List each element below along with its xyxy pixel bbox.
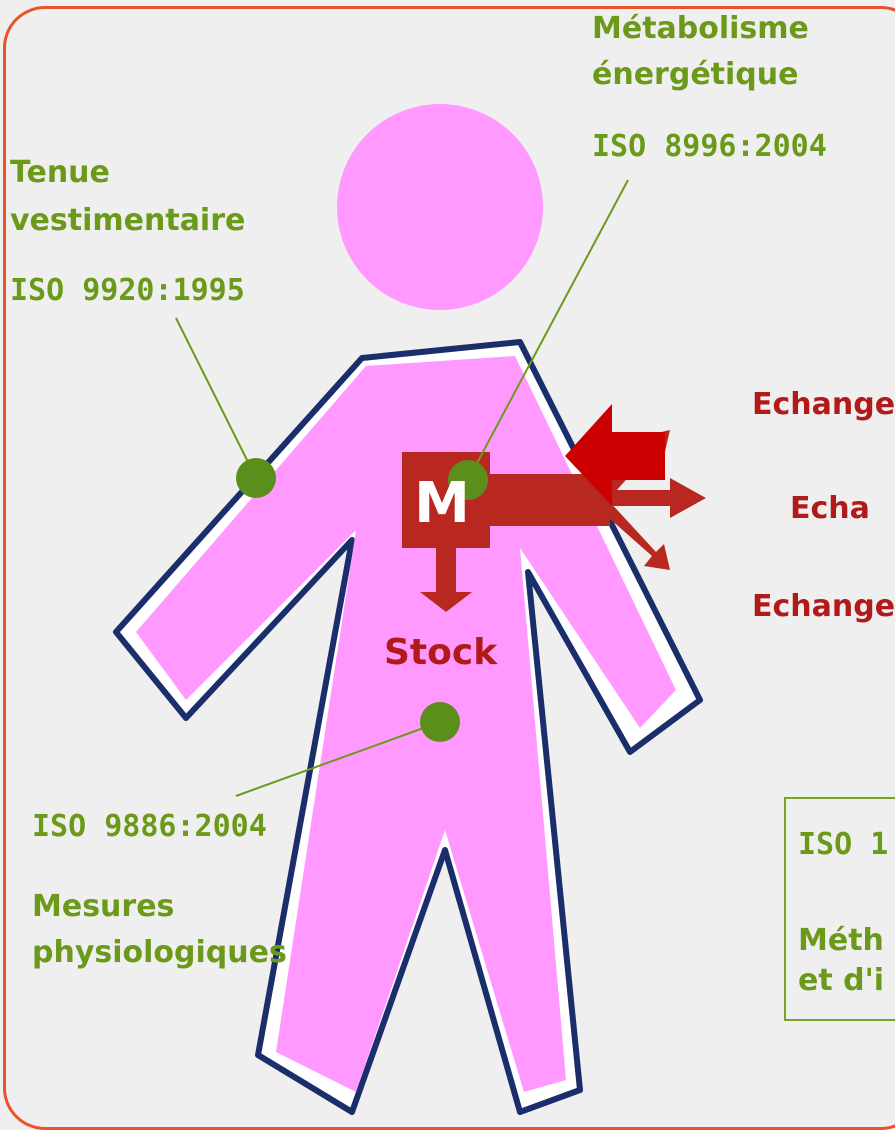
dot-physio <box>420 702 460 742</box>
physio-label-1: Mesures <box>32 888 174 926</box>
echange-label-2: Echa <box>790 490 870 528</box>
m-label: M <box>414 471 470 536</box>
tenue-iso: ISO 9920:1995 <box>10 272 245 310</box>
echange-label-1: Echange <box>752 386 895 424</box>
echange-label-3: Echange <box>752 588 895 626</box>
box-iso: ISO 1 <box>798 826 888 864</box>
head <box>337 104 543 310</box>
stock-label: Stock <box>384 634 497 672</box>
metabolisme-iso: ISO 8996:2004 <box>592 128 827 166</box>
dot-tenue <box>236 458 276 498</box>
metabolisme-label-1: Métabolisme <box>592 10 809 48</box>
box-line-1: Méth <box>798 922 884 960</box>
box-line-2: et d'i <box>798 962 884 1000</box>
tenue-label-1: Tenue <box>10 154 110 192</box>
leader-tenue <box>176 318 256 478</box>
physio-iso: ISO 9886:2004 <box>32 808 267 846</box>
physio-label-2: physiologiques <box>32 934 287 972</box>
tenue-label-2: vestimentaire <box>10 202 245 240</box>
metabolisme-label-2: énergétique <box>592 56 798 94</box>
